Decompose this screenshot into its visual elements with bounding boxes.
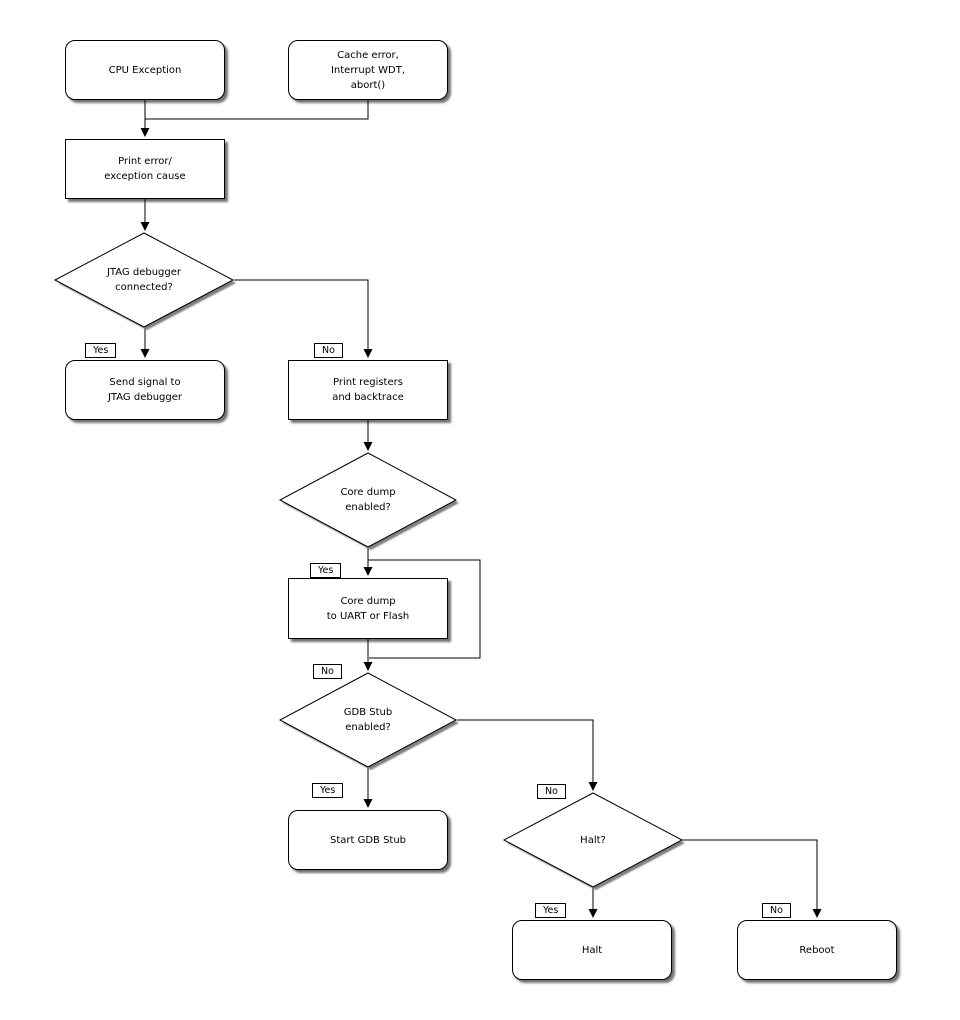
jtag-diamond <box>53 232 235 328</box>
connector-jtag-no-to-print-registers <box>234 279 373 358</box>
halt-diamond <box>502 792 684 888</box>
edge-label-gdb-yes: Yes <box>312 783 344 798</box>
node-start-gdb-stub: Start GDB Stub <box>288 810 448 870</box>
connector-cache-to-join <box>145 100 369 120</box>
edge-label-halt-yes: Yes <box>535 903 567 918</box>
edge-label-jtag-no: No <box>314 343 343 358</box>
gdb-diamond <box>278 672 458 768</box>
node-start-gdb-stub-label: Start GDB Stub <box>329 834 407 846</box>
node-halt: Halt <box>512 920 672 980</box>
node-send-signal-label: Send signal to JTAG debugger <box>107 377 183 403</box>
node-reboot: Reboot <box>737 920 897 980</box>
node-core-dump: Core dump to UART or Flash <box>288 578 448 639</box>
node-cpu-exception: CPU Exception <box>65 40 225 100</box>
node-cache-error: Cache error, Interrupt WDT, abort() <box>288 40 448 100</box>
node-print-registers-label: Print registers and backtrace <box>332 377 404 403</box>
edge-label-coredump-no: No <box>313 664 342 679</box>
edge-label-coredump-yes: Yes <box>310 563 342 578</box>
node-core-dump-label: Core dump to UART or Flash <box>326 595 410 622</box>
node-print-error: Print error/ exception cause <box>65 139 225 199</box>
connector-halt-no-to-reboot <box>682 839 822 918</box>
node-cpu-exception-label: CPU Exception <box>108 64 182 76</box>
node-print-error-label: Print error/ exception cause <box>104 156 186 182</box>
node-cache-error-label: Cache error, Interrupt WDT, abort() <box>330 49 406 91</box>
node-print-registers: Print registers and backtrace <box>288 360 448 420</box>
coredump-diamond <box>278 452 458 548</box>
edge-label-halt-no: No <box>762 903 791 918</box>
node-halt-label: Halt <box>581 944 603 956</box>
node-send-signal: Send signal to JTAG debugger <box>65 360 225 420</box>
connector-coredump-no-bypass <box>368 559 481 659</box>
connector-gdb-no-to-halt-question <box>457 719 598 791</box>
edge-label-jtag-yes: Yes <box>85 343 117 358</box>
node-reboot-label: Reboot <box>799 944 835 956</box>
edge-label-gdb-no: No <box>537 784 566 799</box>
